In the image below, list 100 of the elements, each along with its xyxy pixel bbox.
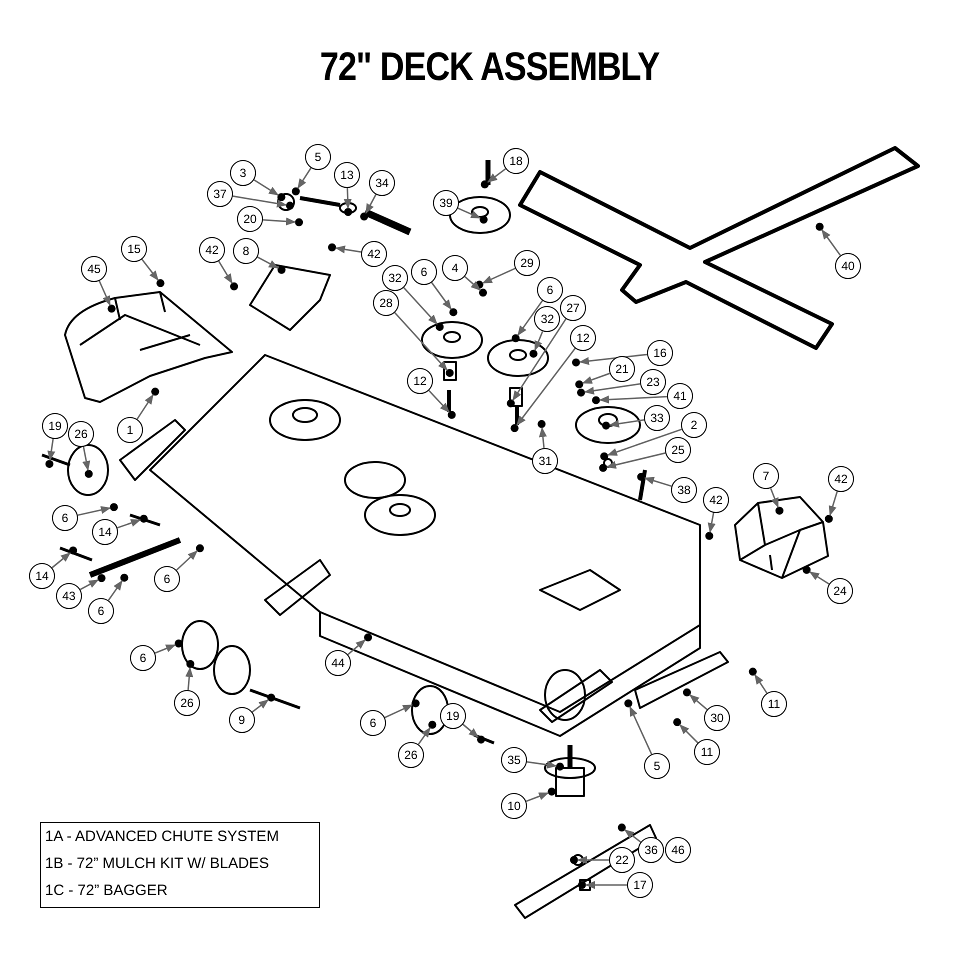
part-marker <box>151 388 160 396</box>
part-marker <box>69 546 78 554</box>
callout-number: 6 <box>360 710 386 736</box>
kit-list-item: 1A - ADVANCED CHUTE SYSTEM <box>45 828 279 845</box>
leader-line <box>609 419 644 428</box>
leader-line <box>80 579 99 590</box>
part-marker <box>570 856 578 864</box>
callout-number: 42 <box>361 241 387 267</box>
part-marker <box>475 280 484 289</box>
part-marker <box>637 472 646 481</box>
leader-line <box>770 488 779 508</box>
part-marker <box>506 399 515 408</box>
part-marker <box>449 308 458 316</box>
part-marker <box>705 532 714 540</box>
callout-number: 26 <box>398 742 424 768</box>
callout-number: 33 <box>644 405 670 431</box>
part-marker <box>84 470 93 478</box>
leader-line <box>534 331 544 351</box>
callout-number: 18 <box>503 148 529 174</box>
callout-number: 37 <box>207 181 233 207</box>
callout-number: 16 <box>647 340 673 366</box>
callout-number: 5 <box>305 144 331 170</box>
part-marker <box>572 358 580 366</box>
leader-line <box>365 194 377 214</box>
leader-line <box>585 881 627 889</box>
part-marker <box>682 688 691 696</box>
callout-number: 26 <box>68 421 94 447</box>
callout-number: 25 <box>665 437 691 463</box>
callout-number: 19 <box>440 702 466 729</box>
part-marker <box>602 422 610 430</box>
callout-number: 12 <box>407 368 433 394</box>
part-marker <box>824 514 833 523</box>
callout-number: 6 <box>411 259 437 285</box>
leader-line <box>462 724 479 738</box>
leader-line <box>512 318 567 401</box>
part-marker <box>156 279 164 288</box>
part-marker <box>286 202 294 210</box>
leader-line <box>584 383 640 395</box>
part-marker <box>98 574 106 582</box>
leader-line <box>629 706 652 754</box>
leader-line <box>679 724 698 744</box>
leader-line <box>394 312 448 371</box>
callout-number: 45 <box>81 256 107 282</box>
part-marker <box>446 368 454 377</box>
leader-line <box>254 179 279 196</box>
part-marker <box>108 304 116 313</box>
leader-line <box>517 300 544 336</box>
leader-line <box>154 644 176 654</box>
callout-number: 4 <box>442 255 468 281</box>
callout-number: 10 <box>501 793 527 819</box>
leader-line <box>52 552 71 568</box>
part-marker <box>428 720 436 729</box>
callout-number: 1 <box>117 417 143 443</box>
leader-line <box>47 438 56 461</box>
diagram-title: 72" DECK ASSEMBLY <box>320 45 660 90</box>
callout-number: 42 <box>703 486 729 513</box>
leader-line <box>809 571 830 585</box>
leader-line <box>599 396 668 404</box>
leader-line <box>428 390 450 413</box>
leader-line <box>335 245 362 254</box>
part-marker <box>186 660 194 668</box>
leader-line <box>606 452 666 469</box>
leader-line <box>582 372 610 384</box>
leader-line <box>526 792 549 802</box>
part-marker <box>510 424 519 432</box>
callout-number: 36 <box>638 837 664 864</box>
callout-number: 13 <box>334 162 360 188</box>
leader-line <box>344 188 352 209</box>
part-marker <box>110 503 118 512</box>
part-marker <box>295 218 303 226</box>
callout-number: 27 <box>560 295 586 321</box>
leader-line <box>624 829 642 843</box>
leader-line <box>262 217 296 226</box>
part-marker <box>196 544 204 552</box>
leader-line <box>232 195 287 208</box>
callout-number: 44 <box>325 650 351 676</box>
part-marker <box>448 410 456 419</box>
part-marker <box>174 640 183 648</box>
leader-line <box>821 229 841 256</box>
leader-line <box>754 674 768 694</box>
callout-number: 40 <box>835 253 861 279</box>
part-marker <box>477 736 486 744</box>
callout-number: 21 <box>609 356 635 382</box>
callout-number: 3 <box>230 160 256 186</box>
leader-line <box>384 704 413 718</box>
leader-line <box>577 856 609 864</box>
part-marker <box>436 322 444 331</box>
part-marker <box>592 396 600 404</box>
leader-line <box>403 287 438 325</box>
leader-line <box>297 168 312 189</box>
part-marker <box>412 699 420 708</box>
leader-line <box>458 208 481 219</box>
callout-number: 42 <box>828 466 854 492</box>
callout-number: 30 <box>704 705 730 731</box>
part-marker <box>548 788 556 796</box>
callout-number: 20 <box>237 206 263 232</box>
callout-number: 34 <box>369 170 395 196</box>
leader-line <box>136 394 154 420</box>
leader-line <box>418 727 431 745</box>
part-marker <box>267 694 276 702</box>
